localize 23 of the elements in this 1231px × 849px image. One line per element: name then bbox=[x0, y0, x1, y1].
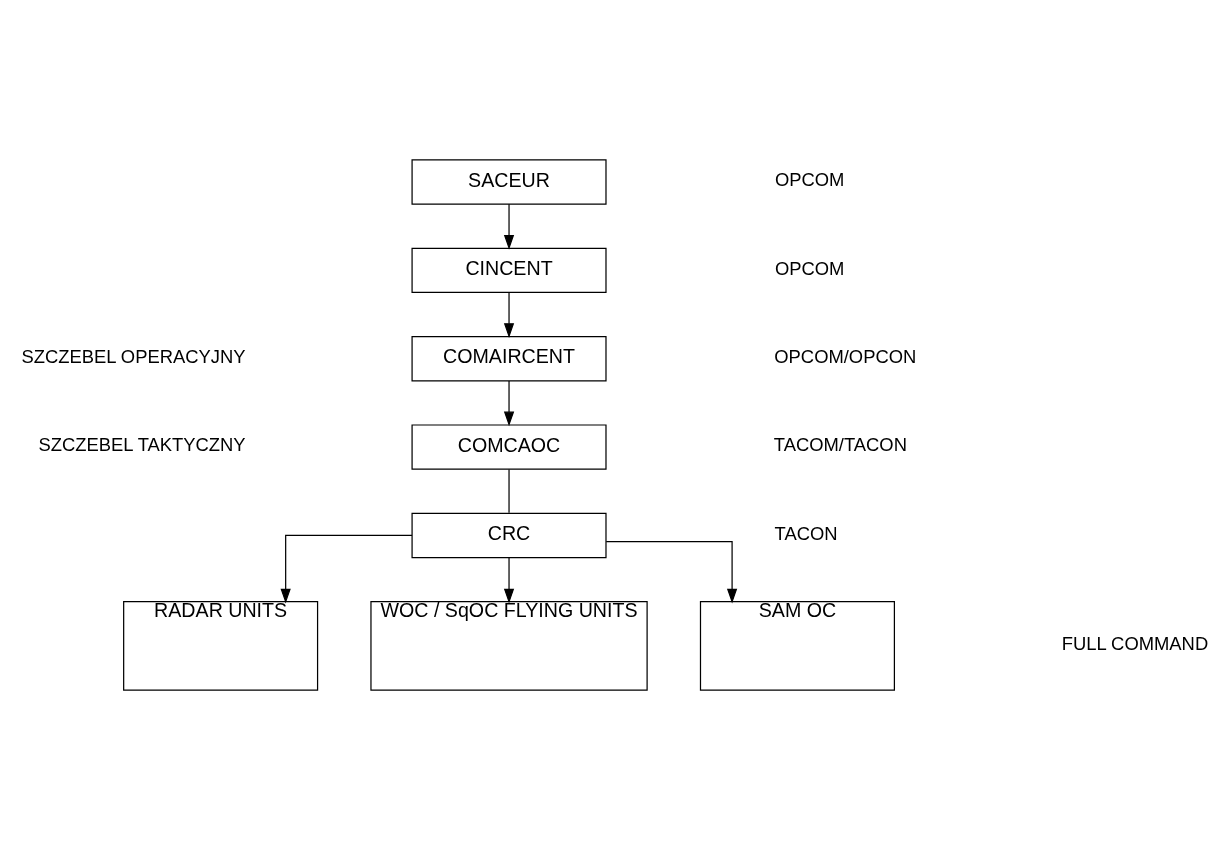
node-box: COMCAOC bbox=[411, 423, 607, 470]
node-box: CINCENT bbox=[411, 247, 607, 293]
arrow bbox=[503, 379, 515, 426]
label: OPCOM bbox=[774, 168, 845, 190]
arrow bbox=[503, 203, 515, 250]
label: TACON bbox=[774, 522, 838, 544]
node-box: RADAR UNITS bbox=[123, 600, 319, 691]
node-box: SAM OC bbox=[699, 600, 895, 691]
label: OPCOM/OPCON bbox=[774, 345, 917, 367]
label: SZCZEBEL OPERACYJNY bbox=[21, 345, 246, 367]
arrow bbox=[280, 534, 413, 603]
node-box: CRC bbox=[411, 512, 607, 558]
arrow bbox=[605, 540, 738, 604]
label: SZCZEBEL TAKTYCZNY bbox=[38, 433, 246, 455]
label: OPCOM bbox=[774, 257, 845, 279]
label: TACOM/TACON bbox=[773, 433, 907, 455]
connector bbox=[508, 468, 510, 513]
arrow bbox=[503, 556, 515, 604]
node-box: COMAIRCENT bbox=[411, 335, 607, 381]
node-box: WOC / SqOC FLYING UNITS bbox=[370, 600, 648, 691]
label: FULL COMMAND bbox=[1061, 632, 1209, 654]
node-box: SACEUR bbox=[411, 158, 607, 205]
arrow bbox=[503, 291, 515, 338]
